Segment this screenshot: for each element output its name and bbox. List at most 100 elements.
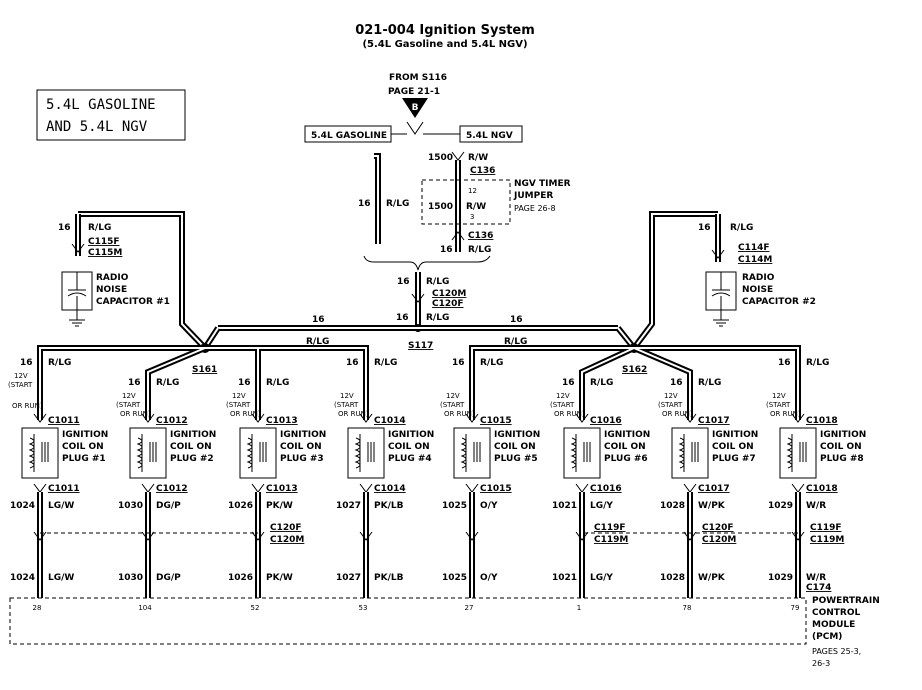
coil-bottom-chevron-icon	[141, 483, 155, 493]
coil-winding-icon	[136, 434, 157, 472]
inline-chevron-icon	[465, 531, 479, 541]
signal-color: PK/W	[266, 501, 293, 511]
signal-color: PK/LB	[374, 501, 404, 511]
coil-label-plug: PLUG #5	[494, 454, 538, 464]
coil-bottom-connector: C1015	[480, 484, 512, 494]
coil-label-plug: PLUG #7	[712, 454, 756, 464]
pcm-label-6: 26-3	[812, 659, 830, 668]
ignition-coil-symbol	[129, 427, 167, 479]
voltage-note-1: 12V	[122, 392, 136, 400]
signal-color-lower: O/Y	[480, 573, 498, 583]
splice-s117: S117	[408, 341, 433, 351]
ngv-timer-jumper-box	[421, 179, 511, 225]
voltage-note-2: (START	[766, 401, 791, 409]
c115-chevron-icon	[71, 243, 85, 253]
splice-s162: S162	[622, 365, 647, 375]
pcm-box[interactable]	[9, 597, 807, 645]
ignition-coil-symbol	[239, 427, 277, 479]
inline-chevron-icon	[33, 531, 47, 541]
coil-top-chevron-icon	[251, 413, 265, 423]
ngv-color-bottom: R/LG	[468, 245, 491, 255]
coil-feed-circuit: 16	[670, 378, 683, 388]
pcm-pin: 78	[683, 604, 692, 612]
gasoline-label: 5.4L GASOLINE	[311, 131, 387, 141]
coil-top-chevron-icon	[33, 413, 47, 423]
cap1-label-1: RADIO	[96, 273, 129, 283]
inline-chevron-icon	[575, 531, 589, 541]
gasoline-jumper-circuit: 16	[358, 199, 371, 209]
coil-label-1: IGNITION	[712, 430, 758, 440]
coil-label-2: COIL ON	[62, 442, 104, 452]
inline-connector-f: C119F	[810, 523, 842, 533]
pcm-pin: 53	[359, 604, 368, 612]
coil-top-connector: C1014	[374, 416, 406, 426]
ngv-label: 5.4L NGV	[466, 131, 513, 141]
coil-bottom-chevron-icon	[251, 483, 265, 493]
coil-label-1: IGNITION	[170, 430, 216, 440]
signal-circuit: 1025	[442, 501, 467, 511]
ngv-label-3: PAGE 26-8	[514, 204, 556, 213]
coil-feed-color: R/LG	[48, 358, 71, 368]
voltage-note-1: 12V	[664, 392, 678, 400]
signal-color: LG/Y	[590, 501, 613, 511]
engine-box-line2: AND 5.4L NGV	[46, 119, 148, 135]
cap1-color: R/LG	[88, 223, 111, 233]
ignition-coil-symbol	[21, 427, 59, 479]
cap1-circuit: 16	[58, 223, 71, 233]
variant-merge-brace	[363, 255, 491, 271]
capacitor2-ground-icon	[711, 272, 731, 327]
signal-circuit: 1028	[660, 501, 685, 511]
signal-circuit: 1026	[228, 501, 253, 511]
coil-bottom-connector: C1014	[374, 484, 406, 494]
splice-s162-feed-wires	[469, 345, 801, 420]
coil-label-plug: PLUG #8	[820, 454, 864, 464]
signal-circuit-lower: 1027	[336, 573, 361, 583]
c114-chevron-icon	[711, 249, 725, 259]
voltage-note-1: 12V	[446, 392, 460, 400]
source-from: FROM S116	[389, 73, 447, 83]
cap2-label-2: NOISE	[742, 285, 773, 295]
voltage-note-2: (START	[550, 401, 575, 409]
signal-color-lower: W/PK	[698, 573, 726, 583]
coil-feed-circuit: 16	[778, 358, 791, 368]
gasoline-jumper-color: R/LG	[386, 199, 409, 209]
bus-circuit-right: 16	[510, 315, 523, 325]
ignition-coil-symbol	[563, 427, 601, 479]
cap2-conn-2: C114M	[738, 255, 772, 265]
inline-connector-f: C120F	[702, 523, 734, 533]
signal-circuit-lower: 1026	[228, 573, 253, 583]
bus-circuit-left: 16	[312, 315, 325, 325]
ignition-coil-symbol	[453, 427, 491, 479]
coil-bottom-connector: C1011	[48, 484, 80, 494]
coil-winding-icon	[354, 434, 375, 472]
voltage-note-2: (START	[8, 381, 33, 389]
capacitor1-ground-icon	[67, 272, 87, 327]
coil-label-2: COIL ON	[820, 442, 862, 452]
voltage-note-3: OR RUN)	[662, 410, 693, 418]
signal-circuit: 1027	[336, 501, 361, 511]
s161-bus-color: R/LG	[306, 337, 329, 347]
coil-label-1: IGNITION	[494, 430, 540, 440]
coil-top-chevron-icon	[465, 413, 479, 423]
coil-feed-color: R/LG	[374, 358, 397, 368]
voltage-note-2: (START	[658, 401, 683, 409]
signal-circuit-lower: 1029	[768, 573, 793, 583]
coil-feed-color: R/LG	[480, 358, 503, 368]
coil-label-2: COIL ON	[494, 442, 536, 452]
inline-chevron-icon	[359, 531, 373, 541]
signal-circuit-lower: 1028	[660, 573, 685, 583]
ngv-pin-top: 12	[468, 187, 477, 195]
ngv-circuit-top: 1500	[428, 153, 453, 163]
cap1-conn-2: C115M	[88, 248, 122, 258]
coil-label-plug: PLUG #3	[280, 454, 324, 464]
cap2-label-3: CAPACITOR #2	[742, 297, 816, 307]
signal-circuit-lower: 1024	[10, 573, 35, 583]
source-connector-chevron-icon	[406, 121, 424, 135]
ngv-pin-bottom: 3	[470, 213, 474, 221]
coil-top-connector: C1018	[806, 416, 838, 426]
coil-label-plug: PLUG #2	[170, 454, 214, 464]
coil-top-chevron-icon	[575, 413, 589, 423]
